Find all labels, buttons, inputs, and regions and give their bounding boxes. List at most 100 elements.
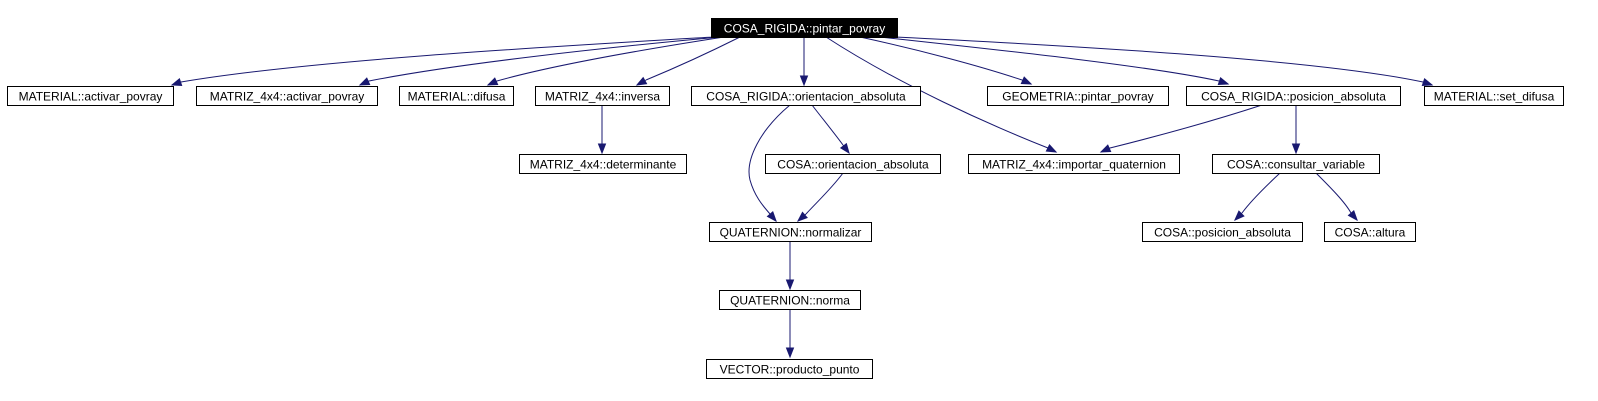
- edge-line-tail: [1021, 79, 1032, 85]
- node-box: [691, 86, 921, 106]
- edge-root-to-mat_activar: [170, 36, 715, 87]
- edge-line: [748, 104, 791, 215]
- node-cosa-orient[interactable]: COSA::orientacion_absoluta: [765, 154, 941, 174]
- node-box: [706, 359, 873, 379]
- node-label: MATRIZ_4x4::importar_quaternion: [982, 158, 1166, 172]
- node-cosa-consultar[interactable]: COSA::consultar_variable: [1212, 154, 1380, 174]
- edge-line: [1109, 104, 1263, 149]
- edge-line: [1241, 172, 1281, 214]
- node-label: QUATERNION::normalizar: [720, 226, 862, 240]
- edge-cr_orient-to-q_normalizar: [748, 104, 791, 223]
- node-label: MATERIAL::difusa: [408, 90, 506, 104]
- node-label: GEOMETRIA::pintar_povray: [1002, 90, 1153, 104]
- edge-line: [825, 36, 1049, 149]
- node-label: QUATERNION::norma: [730, 294, 850, 308]
- node-cr-orient[interactable]: COSA_RIGIDA::orientacion_absoluta: [691, 86, 921, 106]
- edge-line: [368, 36, 721, 82]
- edge-line: [805, 172, 844, 215]
- edge-root-to-mat_difusa: [486, 36, 725, 86]
- nodes-layer: COSA_RIGIDA::pintar_povrayMATERIAL::acti…: [7, 18, 1564, 379]
- edge-q_norma-to-v_punto: [785, 309, 795, 359]
- edge-root-to-cr_pos: [879, 36, 1230, 86]
- edge-arrowhead: [1045, 143, 1058, 153]
- node-root[interactable]: COSA_RIGIDA::pintar_povray: [711, 18, 898, 38]
- edge-line-tail: [842, 144, 850, 154]
- node-box: [987, 86, 1169, 106]
- edge-line: [1315, 172, 1352, 214]
- node-cr-pos[interactable]: COSA_RIGIDA::posicion_absoluta: [1186, 86, 1401, 106]
- edge-line-tail: [797, 213, 807, 222]
- node-label: MATRIZ_4x4::activar_povray: [210, 90, 365, 104]
- node-box: [709, 222, 872, 242]
- node-label: COSA_RIGIDA::orientacion_absoluta: [706, 90, 906, 104]
- edge-root-to-m4_activar: [358, 36, 721, 86]
- edge-line-tail: [1218, 80, 1229, 85]
- node-mat-setdif[interactable]: MATERIAL::set_difusa: [1424, 86, 1564, 106]
- edge-q_normalizar-to-q_norma: [785, 241, 795, 291]
- edge-line: [894, 36, 1424, 83]
- edge-line-tail: [359, 80, 370, 86]
- edge-root-to-mat_setdif: [894, 36, 1434, 87]
- edge-line: [811, 104, 844, 146]
- node-box: [765, 154, 941, 174]
- edge-line-tail: [487, 80, 498, 86]
- node-v-punto[interactable]: VECTOR::producto_punto: [706, 359, 873, 379]
- node-label: COSA::consultar_variable: [1227, 158, 1365, 172]
- node-mat-difusa[interactable]: MATERIAL::difusa: [399, 86, 514, 106]
- edge-cosa_consultar-to-cosa_altura: [1315, 172, 1358, 222]
- node-box: [1324, 222, 1416, 242]
- edge-root-to-m4_quat: [825, 36, 1058, 153]
- node-cosa-altura[interactable]: COSA::altura: [1324, 222, 1416, 242]
- edge-line-tail: [1350, 212, 1358, 221]
- node-box: [399, 86, 514, 106]
- node-label: VECTOR::producto_punto: [720, 363, 860, 377]
- node-box: [196, 86, 378, 106]
- node-q-norma[interactable]: QUATERNION::norma: [719, 290, 861, 310]
- node-box: [7, 86, 174, 106]
- edge-root-to-cr_orient: [799, 37, 809, 87]
- edge-line: [859, 36, 1023, 81]
- node-label: MATERIAL::set_difusa: [1434, 90, 1555, 104]
- node-box: [1142, 222, 1303, 242]
- edge-cr_pos-to-m4_quat: [1099, 104, 1263, 153]
- node-q-normalizar[interactable]: QUATERNION::normalizar: [709, 222, 872, 242]
- node-m4-det[interactable]: MATRIZ_4x4::determinante: [519, 154, 687, 174]
- edge-line-tail: [1234, 212, 1243, 221]
- edge-cr_orient-to-cosa_orient: [811, 104, 850, 155]
- edge-line-tail: [1422, 81, 1433, 86]
- edge-line-tail: [1100, 147, 1111, 153]
- node-geo-pintar[interactable]: GEOMETRIA::pintar_povray: [987, 86, 1169, 106]
- node-m4-quat[interactable]: MATRIZ_4x4::importar_quaternion: [968, 154, 1180, 174]
- edge-line-tail: [636, 79, 647, 86]
- edge-line: [645, 36, 741, 81]
- node-mat-activar[interactable]: MATERIAL::activar_povray: [7, 86, 174, 106]
- edge-line: [180, 36, 715, 83]
- node-label: COSA::altura: [1335, 226, 1406, 240]
- edge-m4_inversa-to-m4_det: [597, 105, 607, 155]
- node-cosa-pos[interactable]: COSA::posicion_absoluta: [1142, 222, 1303, 242]
- node-box: [719, 290, 861, 310]
- node-label: COSA::orientacion_absoluta: [777, 158, 929, 172]
- edges-layer: [170, 36, 1434, 359]
- node-box: [1424, 86, 1564, 106]
- edge-cosa_consultar-to-cosa_pos: [1234, 172, 1281, 221]
- node-label: MATRIZ_4x4::inversa: [545, 90, 660, 104]
- node-box: [535, 86, 670, 106]
- edge-line-tail: [171, 81, 182, 86]
- node-label: COSA_RIGIDA::pintar_povray: [724, 22, 885, 36]
- edge-root-to-geo_pintar: [859, 36, 1033, 85]
- node-m4-activar[interactable]: MATRIZ_4x4::activar_povray: [196, 86, 378, 106]
- node-box: [711, 18, 898, 38]
- node-label: COSA_RIGIDA::posicion_absoluta: [1201, 90, 1386, 104]
- edge-line: [496, 36, 725, 82]
- edge-line-tail: [1047, 147, 1057, 153]
- node-label: MATRIZ_4x4::determinante: [530, 158, 677, 172]
- node-box: [1186, 86, 1401, 106]
- edge-line-tail: [769, 213, 777, 222]
- edge-cr_pos-to-cosa_consultar: [1291, 105, 1301, 155]
- node-label: COSA::posicion_absoluta: [1154, 226, 1291, 240]
- edge-line: [879, 36, 1220, 82]
- node-m4-inversa[interactable]: MATRIZ_4x4::inversa: [535, 86, 670, 106]
- edge-root-to-m4_inversa: [635, 36, 741, 86]
